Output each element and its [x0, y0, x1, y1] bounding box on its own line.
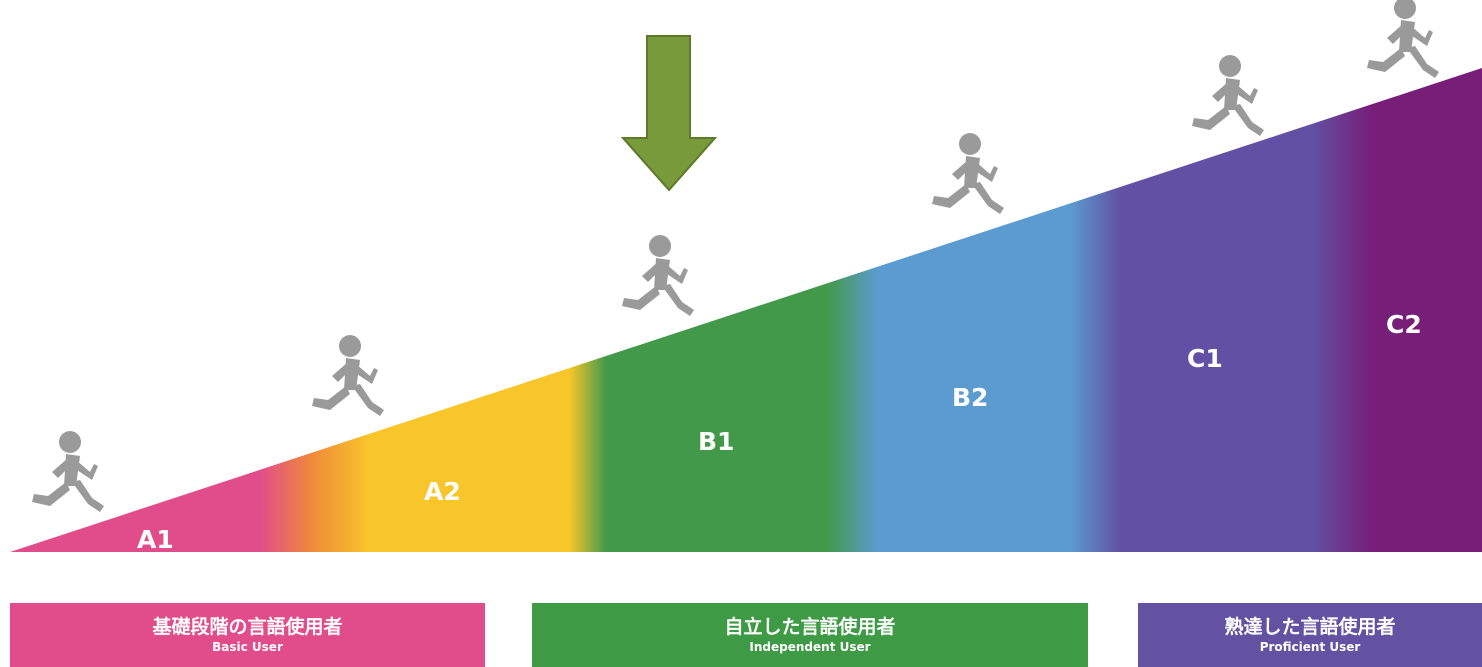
- group-basic-en: Basic User: [212, 640, 283, 654]
- group-proficient-ja: 熟達した言語使用者: [1224, 616, 1396, 638]
- level-ramp: [10, 68, 1482, 552]
- group-basic-user: 基礎段階の言語使用者 Basic User: [10, 603, 485, 667]
- group-proficient-user: 熟達した言語使用者 Proficient User: [1138, 603, 1482, 667]
- level-label-c2: C2: [1386, 310, 1422, 339]
- group-independent-user: 自立した言語使用者 Independent User: [532, 603, 1088, 667]
- level-label-a2: A2: [424, 477, 461, 506]
- runner-icon-a1: [32, 431, 104, 512]
- runner-icon-c2: [1367, 0, 1439, 78]
- group-independent-ja: 自立した言語使用者: [724, 616, 896, 638]
- level-label-c1: C1: [1187, 344, 1223, 373]
- level-label-b2: B2: [952, 383, 988, 412]
- runner-icon-b2: [932, 133, 1004, 214]
- runner-icon-b1: [622, 235, 694, 316]
- level-label-a1: A1: [137, 525, 174, 554]
- current-level-arrow: [620, 35, 718, 192]
- group-basic-ja: 基礎段階の言語使用者: [152, 616, 343, 638]
- runner-icon-c1: [1192, 55, 1264, 136]
- level-label-b1: B1: [698, 427, 734, 456]
- runner-icon-a2: [312, 335, 384, 416]
- group-proficient-en: Proficient User: [1259, 640, 1361, 654]
- group-independent-en: Independent User: [749, 640, 871, 654]
